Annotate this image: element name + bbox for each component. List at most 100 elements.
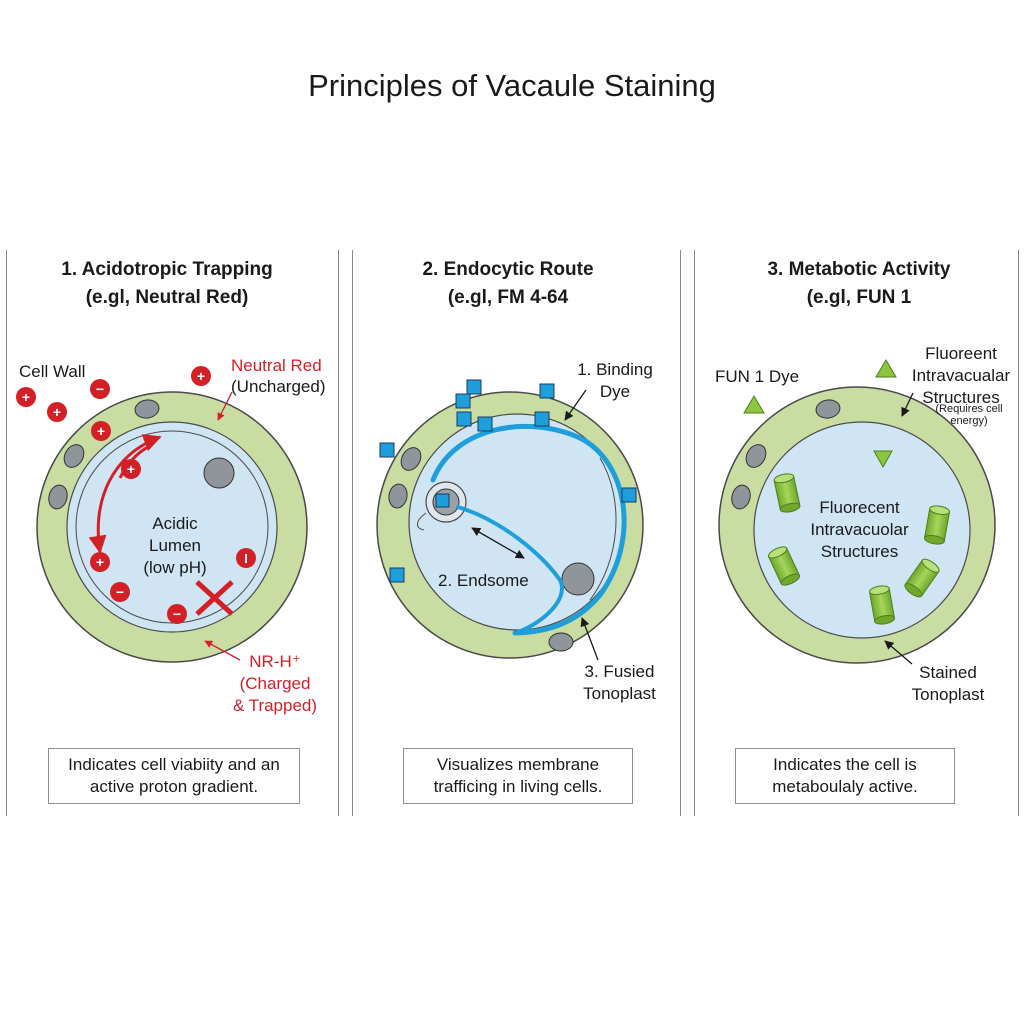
panel-3-stained-line1: Stained	[919, 663, 977, 682]
panel-3-fluor-top-line2: Intravacualar	[911, 366, 1011, 385]
panel-3-fluorescent-structure	[923, 505, 951, 545]
panel-1-lumen-line3: (low pH)	[143, 558, 207, 577]
positive-ion: +	[16, 387, 36, 407]
panel-3-stained-pointer	[884, 640, 913, 665]
panel-1-caption-line2: active proton gradient.	[89, 777, 259, 796]
panel-1-heading: 1. Acidotropic Trapping (e.gl, Neutral R…	[2, 256, 332, 312]
panel-3-fluorescent-structure	[868, 585, 896, 625]
panel-divider-1b	[352, 250, 353, 816]
ion-symbol: −	[173, 606, 181, 622]
panel-divider-right-edge	[1018, 250, 1019, 816]
panel-1-uncharged-label: (Uncharged)	[231, 377, 326, 396]
panel-2-caption: Visualizes membrane trafficing in living…	[403, 748, 633, 804]
panel-3-dye-triangle	[743, 395, 765, 414]
panel-2-cell	[376, 379, 644, 661]
panel-3-caption: Indicates the cell is metaboulaly active…	[735, 748, 955, 804]
panel-3-fluorescent-structure	[773, 473, 801, 513]
panel-2-inner-membrane-line	[589, 457, 617, 601]
panel-2-organelle	[561, 562, 595, 596]
positive-ion: +	[121, 459, 141, 479]
panel-1-inner-arrow	[118, 444, 151, 479]
panel-1-heading-text: 1. Acidotropic Trapping	[61, 259, 273, 280]
panel-3-requires-label: (Requires cell energy)	[925, 403, 1013, 427]
panel-2-dye-square	[456, 411, 472, 427]
panel-1-organelle	[134, 399, 160, 419]
panel-3-stained-line2: Tonoplast	[911, 685, 985, 704]
panel-1-trapped-pointer	[204, 640, 241, 661]
panel-3-organelle	[815, 399, 841, 419]
panel-1-neutral-red-pointer	[217, 391, 233, 421]
panel-1-trapped-label: NR-H⁺ (Charged & Trapped)	[225, 651, 325, 717]
panel-3-heading-text: 3. Metabotic Activity	[767, 259, 951, 280]
panel-3-fluorescent-structure	[904, 558, 940, 598]
panel-1-lumen-label: Acidic Lumen (low pH)	[120, 513, 230, 579]
panel-2-heading-text: 2. Endocytic Route	[422, 259, 594, 280]
panel-2-binding-line2: Dye	[599, 382, 631, 401]
panel-1-subheading-text: (e.gl, Neutral Red)	[85, 287, 249, 308]
panel-1-ions: + − + + + + + − I −	[16, 366, 256, 624]
panel-3-fluor-top-line3: Structures	[922, 388, 1000, 407]
panel-1-trapped-line1: NR-H⁺	[249, 652, 301, 671]
panel-2-endosome-label: 2. Endsome	[438, 571, 529, 590]
ion-symbol: +	[197, 368, 205, 384]
panel-1-lumen-line2: Lumen	[149, 536, 201, 555]
panel-1-organelle	[203, 457, 235, 489]
panel-2-fused-line2: Tonoplast	[583, 684, 656, 703]
panel-2-fused-label: 3. Fusied Tonoplast	[572, 661, 667, 705]
panel-3-fluor-top-label: Fluoreent Intravacualar Structures	[905, 343, 1017, 409]
panel-2-organelle	[388, 483, 408, 509]
panel-2-organelle	[548, 632, 574, 652]
negative-ion: −	[90, 379, 110, 399]
panel-2-caption-line1: Visualizes membrane	[436, 755, 600, 774]
negative-ion: −	[110, 582, 130, 602]
page-title: Principles of Vacaule Staining	[308, 68, 716, 103]
panel-3-dye-triangle	[875, 359, 897, 378]
ion-symbol: +	[97, 423, 105, 439]
panel-3-caption-line1: Indicates the cell is	[773, 755, 917, 774]
ion-symbol: −	[96, 381, 104, 397]
panel-divider-left-edge	[6, 250, 7, 816]
panel-2-fused-line1: 3. Fusied	[584, 662, 655, 681]
panel-2-dye-square	[379, 442, 395, 458]
ion-symbol: +	[53, 404, 61, 420]
panel-3-fluor-center-line3: Structures	[820, 542, 899, 561]
panel-3-requires-line2: energy)	[950, 415, 988, 427]
panel-3-structures-pointer	[901, 392, 914, 417]
negative-ion: −	[167, 604, 187, 624]
positive-ion: +	[90, 552, 110, 572]
panel-3-heading: 3. Metabotic Activity (e.gl, FUN 1	[694, 256, 1024, 312]
panel-3-requires-line1: (Requires cell	[935, 403, 1003, 415]
panel-2-fused-pointer	[580, 617, 599, 661]
positive-ion: +	[91, 421, 111, 441]
panel-2-dye-square	[477, 416, 493, 432]
panel-2-dye-square	[534, 411, 550, 427]
panel-2-endosome-tail	[456, 505, 564, 635]
panel-1-blocked-x	[195, 580, 234, 616]
ion-symbol: −	[116, 584, 124, 600]
panel-2-transport-arrow	[471, 527, 525, 559]
panel-2-heading: 2. Endocytic Route (e.gl, FM 4-64	[343, 256, 673, 312]
panel-divider-2b	[694, 250, 695, 816]
panel-2-endosome-outline	[417, 512, 427, 531]
panel-1-cell	[36, 391, 308, 663]
panel-3-fluorescent-structure	[767, 546, 801, 586]
positive-ion: +	[191, 366, 211, 386]
panel-3-fluor-top-line1: Fluoreent	[925, 344, 997, 363]
ion-symbol: +	[127, 461, 135, 477]
panel-3-subheading-text: (e.gl, FUN 1	[806, 287, 912, 308]
bar-ion: I	[236, 548, 256, 568]
panel-3-organelle	[745, 444, 767, 468]
panel-2-dye-square	[455, 393, 471, 409]
panel-1-neutral-red-label: Neutral Red	[231, 356, 322, 375]
panel-2-dye-square	[539, 383, 555, 399]
panel-3-dye-label: FUN 1 Dye	[715, 367, 800, 386]
panel-1-lumen-line1: Acidic	[152, 514, 198, 533]
panel-3-dye-triangle	[873, 450, 893, 469]
panel-2-binding-label: 1. Binding Dye	[575, 359, 655, 403]
panel-3-organelle	[731, 484, 751, 510]
panel-2-subheading-text: (e.gl, FM 4-64	[447, 287, 569, 308]
panel-1-trapped-line2: (Charged	[239, 674, 311, 693]
panel-2-organelle	[400, 447, 422, 471]
panel-1-caption: Indicates cell viabiity and an active pr…	[48, 748, 300, 804]
